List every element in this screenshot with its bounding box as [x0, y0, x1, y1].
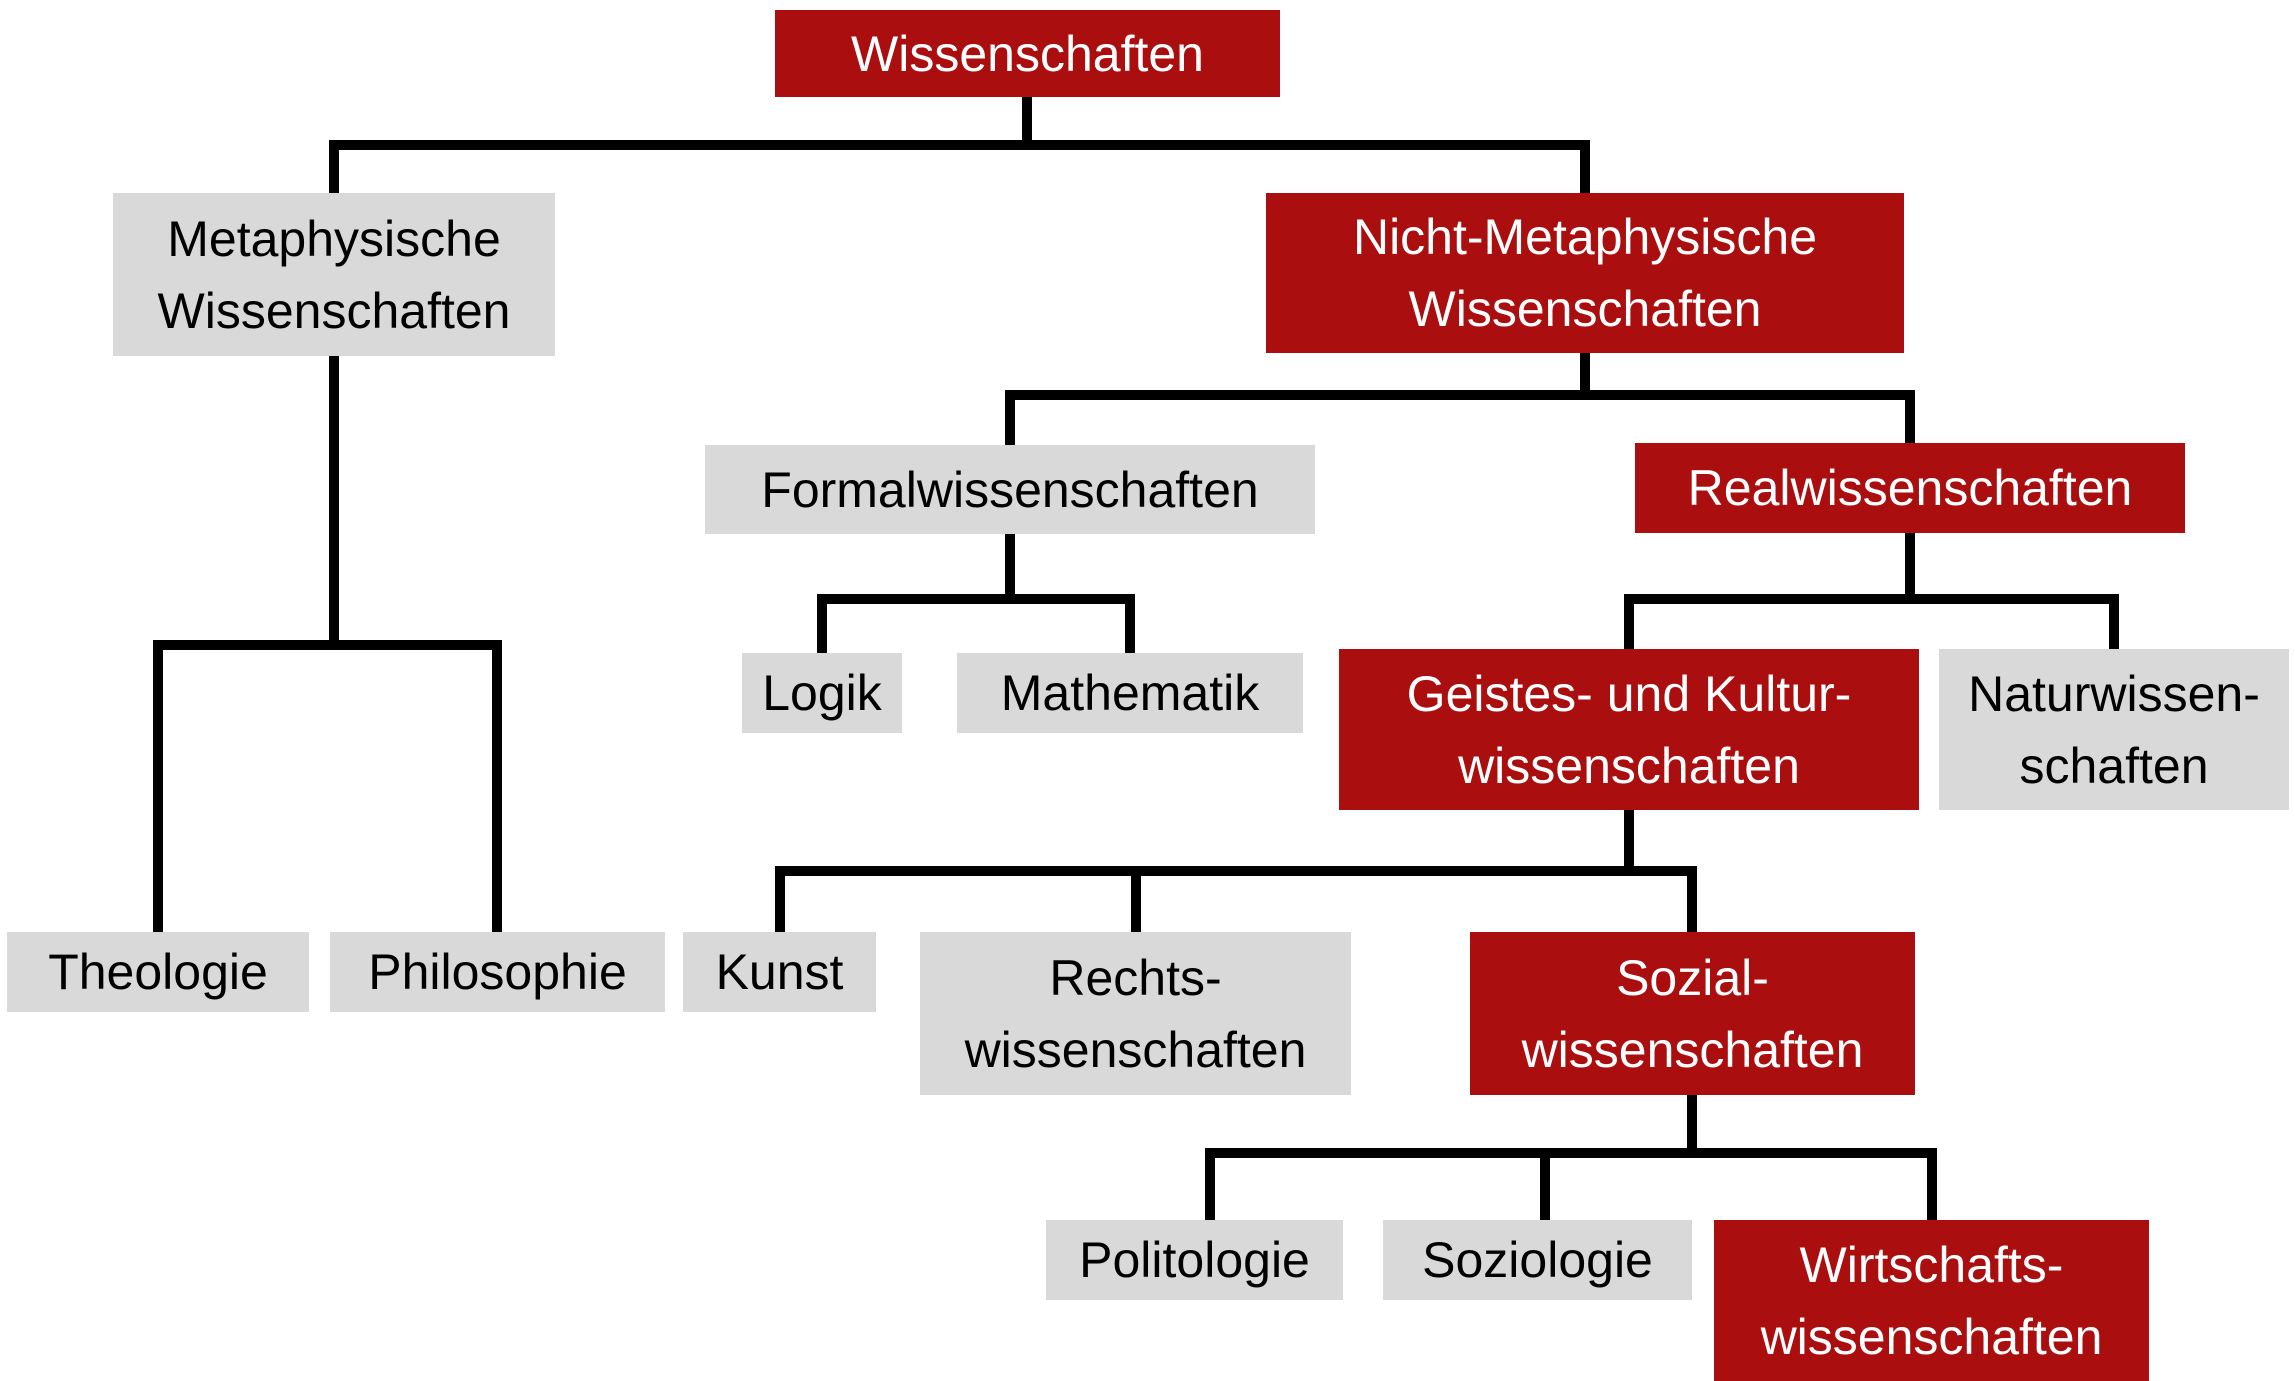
node-realwissenschaften: Realwissenschaften [1635, 443, 2185, 533]
node-wirtschaftswissenschaften: Wirtschafts- wissenschaften [1714, 1220, 2149, 1381]
node-wissenschaften: Wissenschaften [775, 10, 1280, 97]
node-wissenschaften-label: Wissenschaften [851, 25, 1204, 82]
connector-formal-stem [1005, 534, 1015, 604]
connector-formal-drop-right [1125, 594, 1135, 664]
connector-geistes-drop-rechts [1131, 866, 1141, 942]
node-nicht-metaphysische-line2: Wissenschaften [1408, 281, 1762, 337]
node-rechtswissenschaften-line1: Rechts- [1049, 949, 1222, 1006]
node-geistes-und-kultur-wissenschaften: Geistes- und Kultur- wissenschaften [1339, 649, 1919, 810]
node-politologie: Politologie [1046, 1220, 1343, 1300]
connector-real-stem [1905, 533, 1915, 604]
node-metaphysische-line2: Wissenschaften [157, 282, 511, 339]
node-formalwissenschaften-label: Formalwissenschaften [761, 461, 1259, 518]
node-mathematik: Mathematik [957, 653, 1303, 733]
node-wirtschaftswissenschaften-line1: Wirtschafts- [1799, 1236, 2064, 1293]
connector-real-drop-left [1624, 594, 1634, 659]
node-soziologie: Soziologie [1383, 1220, 1692, 1300]
node-logik: Logik [742, 653, 902, 733]
node-naturwissenschaften: Naturwissen- schaften [1939, 649, 2289, 810]
node-logik-label: Logik [762, 665, 882, 721]
connector-root-drop-right [1580, 140, 1590, 198]
connector-root-hline [329, 140, 1590, 150]
node-nicht-metaphysische-wissenschaften: Nicht-Metaphysische Wissenschaften [1266, 193, 1904, 353]
node-metaphysische-wissenschaften: Metaphysische Wissenschaften [113, 193, 555, 356]
connector-geistes-hline [775, 866, 1697, 876]
node-kunst: Kunst [683, 932, 876, 1012]
connector-sozial-stem [1687, 1095, 1697, 1158]
connector-nichtmetaphysische-drop-right [1905, 390, 1915, 453]
connector-sozial-drop-wirtschafts [1927, 1148, 1937, 1225]
connector-geistes-drop-kunst [775, 866, 785, 942]
node-geistes-line1: Geistes- und Kultur- [1406, 665, 1852, 722]
connector-root-stem [1022, 97, 1032, 150]
connector-sozial-hline [1205, 1148, 1937, 1158]
node-politologie-label: Politologie [1079, 1232, 1310, 1288]
node-kunst-label: Kunst [715, 944, 844, 1000]
connector-formal-hline [817, 594, 1135, 604]
connector-sozial-drop-soziologie [1540, 1148, 1550, 1225]
node-metaphysische-line1: Metaphysische [167, 210, 501, 267]
connector-sozial-drop-politologie [1205, 1148, 1215, 1225]
connector-nichtmetaphysische-drop-left [1005, 390, 1015, 453]
node-theologie-label: Theologie [48, 944, 268, 1000]
connector-geistes-drop-sozial [1687, 866, 1697, 942]
node-soziologie-label: Soziologie [1422, 1232, 1653, 1288]
connector-root-drop-left [329, 140, 339, 198]
connector-real-drop-right [2109, 594, 2119, 659]
node-naturwissenschaften-line2: schaften [2019, 737, 2209, 794]
connector-nichtmetaphysische-hline [1005, 390, 1915, 400]
node-philosophie: Philosophie [330, 932, 665, 1012]
node-sozialwissenschaften: Sozial- wissenschaften [1470, 932, 1915, 1095]
connector-metaphysische-hline [153, 640, 502, 650]
connector-metaphysische-drop-right [492, 640, 502, 942]
node-nicht-metaphysische-line1: Nicht-Metaphysische [1352, 209, 1818, 265]
connector-real-hline [1624, 594, 2119, 604]
node-theologie: Theologie [7, 932, 309, 1012]
connector-nichtmetaphysische-stem [1580, 353, 1590, 400]
node-sozialwissenschaften-line1: Sozial- [1616, 949, 1769, 1006]
node-philosophie-label: Philosophie [368, 944, 627, 1000]
node-mathematik-label: Mathematik [1000, 665, 1260, 721]
node-rechtswissenschaften-line2: wissenschaften [964, 1021, 1307, 1078]
connector-geistes-stem [1624, 810, 1634, 876]
node-realwissenschaften-label: Realwissenschaften [1687, 460, 2133, 516]
node-formalwissenschaften: Formalwissenschaften [705, 445, 1315, 534]
connector-metaphysische-stem [329, 356, 339, 650]
connector-metaphysische-drop-left [153, 640, 163, 942]
connector-formal-drop-left [817, 594, 827, 664]
node-rechtswissenschaften: Rechts- wissenschaften [920, 932, 1351, 1095]
node-wirtschaftswissenschaften-line2: wissenschaften [1760, 1308, 2103, 1365]
node-geistes-line2: wissenschaften [1458, 737, 1800, 794]
node-sozialwissenschaften-line2: wissenschaften [1521, 1021, 1864, 1078]
node-naturwissenschaften-line1: Naturwissen- [1968, 665, 2260, 722]
